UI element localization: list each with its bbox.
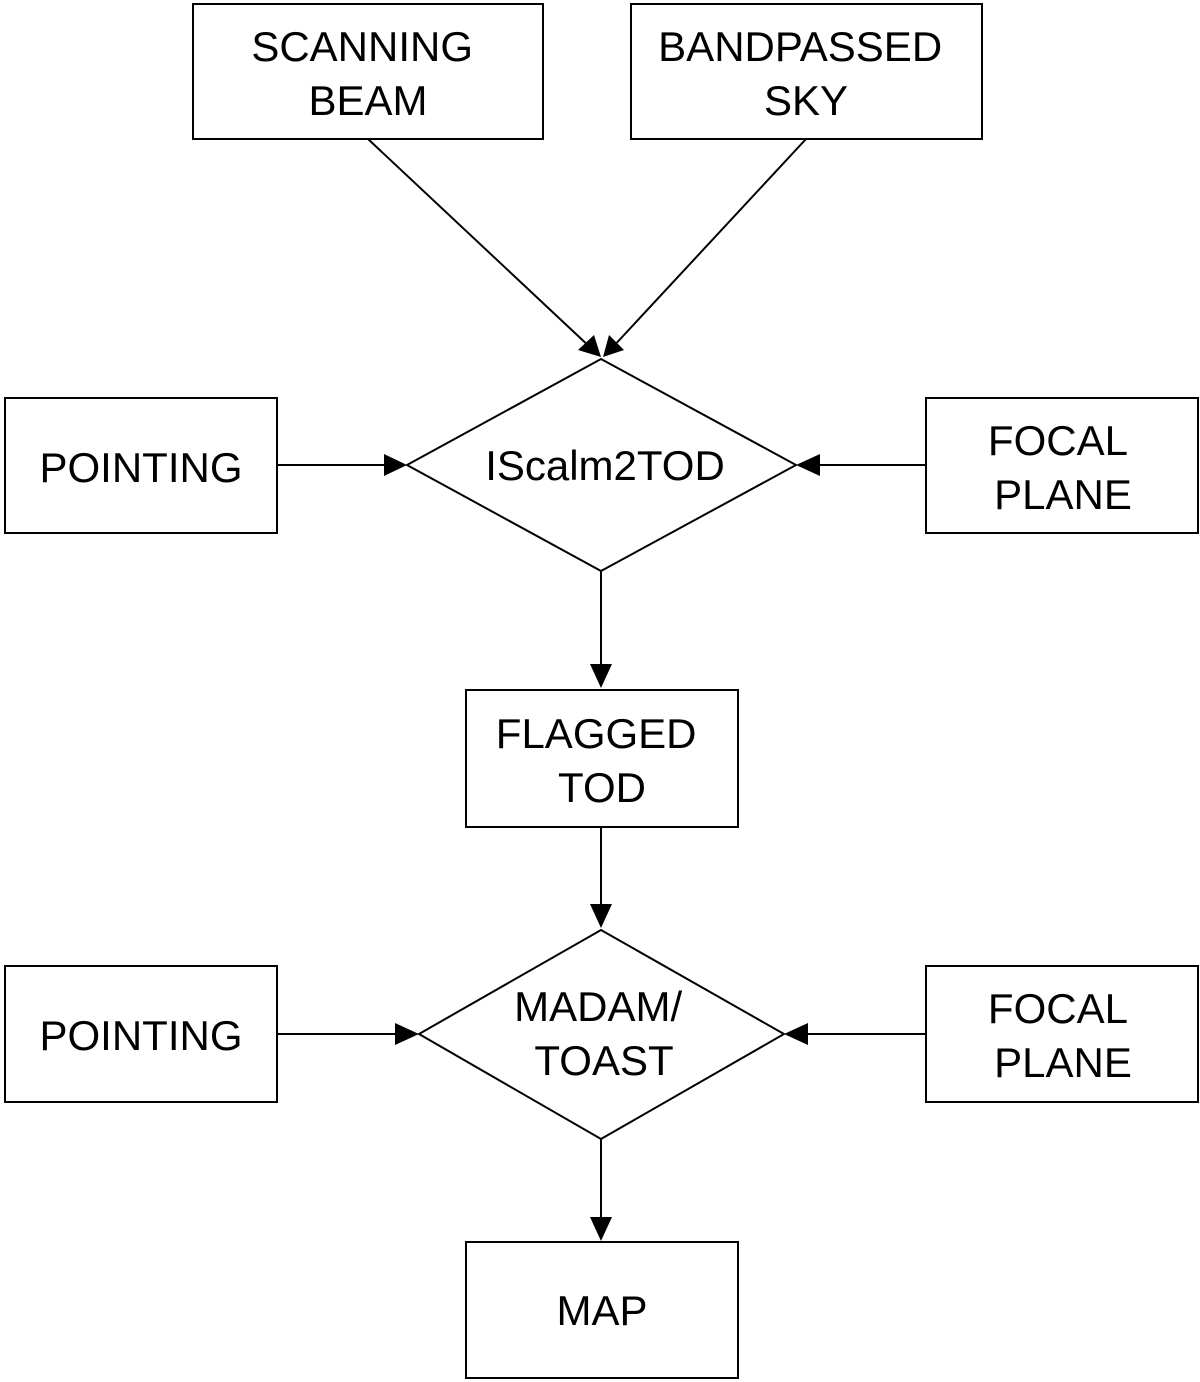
arrowhead-flagged-tod <box>590 664 612 688</box>
node-map: MAP <box>465 1241 739 1379</box>
node-label: SCANNING BEAM <box>251 23 484 124</box>
node-label: POINTING <box>39 444 242 491</box>
node-flagged-tod: FLAGGED TOD <box>465 689 739 828</box>
node-label: FLAGGED TOD <box>496 710 708 811</box>
node-focal-plane-2: FOCAL PLANE <box>925 965 1199 1103</box>
node-madam-toast: MADAM/ TOAST <box>416 928 787 1141</box>
edges <box>277 138 926 1241</box>
arrowhead-madam-toast <box>590 904 612 928</box>
node-label: MADAM/ TOAST <box>514 983 694 1084</box>
arrowhead-map <box>590 1217 612 1241</box>
arrowhead-bandpassed-sky <box>603 335 624 357</box>
node-pointing-2: POINTING <box>4 965 278 1103</box>
node-label: MAP <box>556 1287 647 1334</box>
node-iscalm2tod: IScalm2TOD <box>404 357 799 573</box>
node-pointing-1: POINTING <box>4 397 278 534</box>
edge-bandpassed-sky-to-iscalm2tod <box>610 138 807 350</box>
node-label: IScalm2TOD <box>485 442 725 489</box>
edge-scanning-beam-to-iscalm2tod <box>367 138 593 350</box>
node-bandpassed-sky: BANDPASSED SKY <box>630 3 983 140</box>
arrowhead-scanning-beam <box>578 335 601 357</box>
node-label: BANDPASSED SKY <box>658 23 954 124</box>
arrowhead-focal-plane-2 <box>784 1023 808 1045</box>
node-label: POINTING <box>39 1012 242 1059</box>
arrowhead-focal-plane-1 <box>796 454 820 476</box>
node-label: FOCAL PLANE <box>988 417 1138 518</box>
node-label: FOCAL PLANE <box>988 985 1138 1086</box>
arrowhead-pointing-1 <box>384 454 407 476</box>
node-scanning-beam: SCANNING BEAM <box>192 3 544 140</box>
arrowhead-pointing-2 <box>395 1023 419 1045</box>
node-focal-plane-1: FOCAL PLANE <box>925 397 1199 534</box>
